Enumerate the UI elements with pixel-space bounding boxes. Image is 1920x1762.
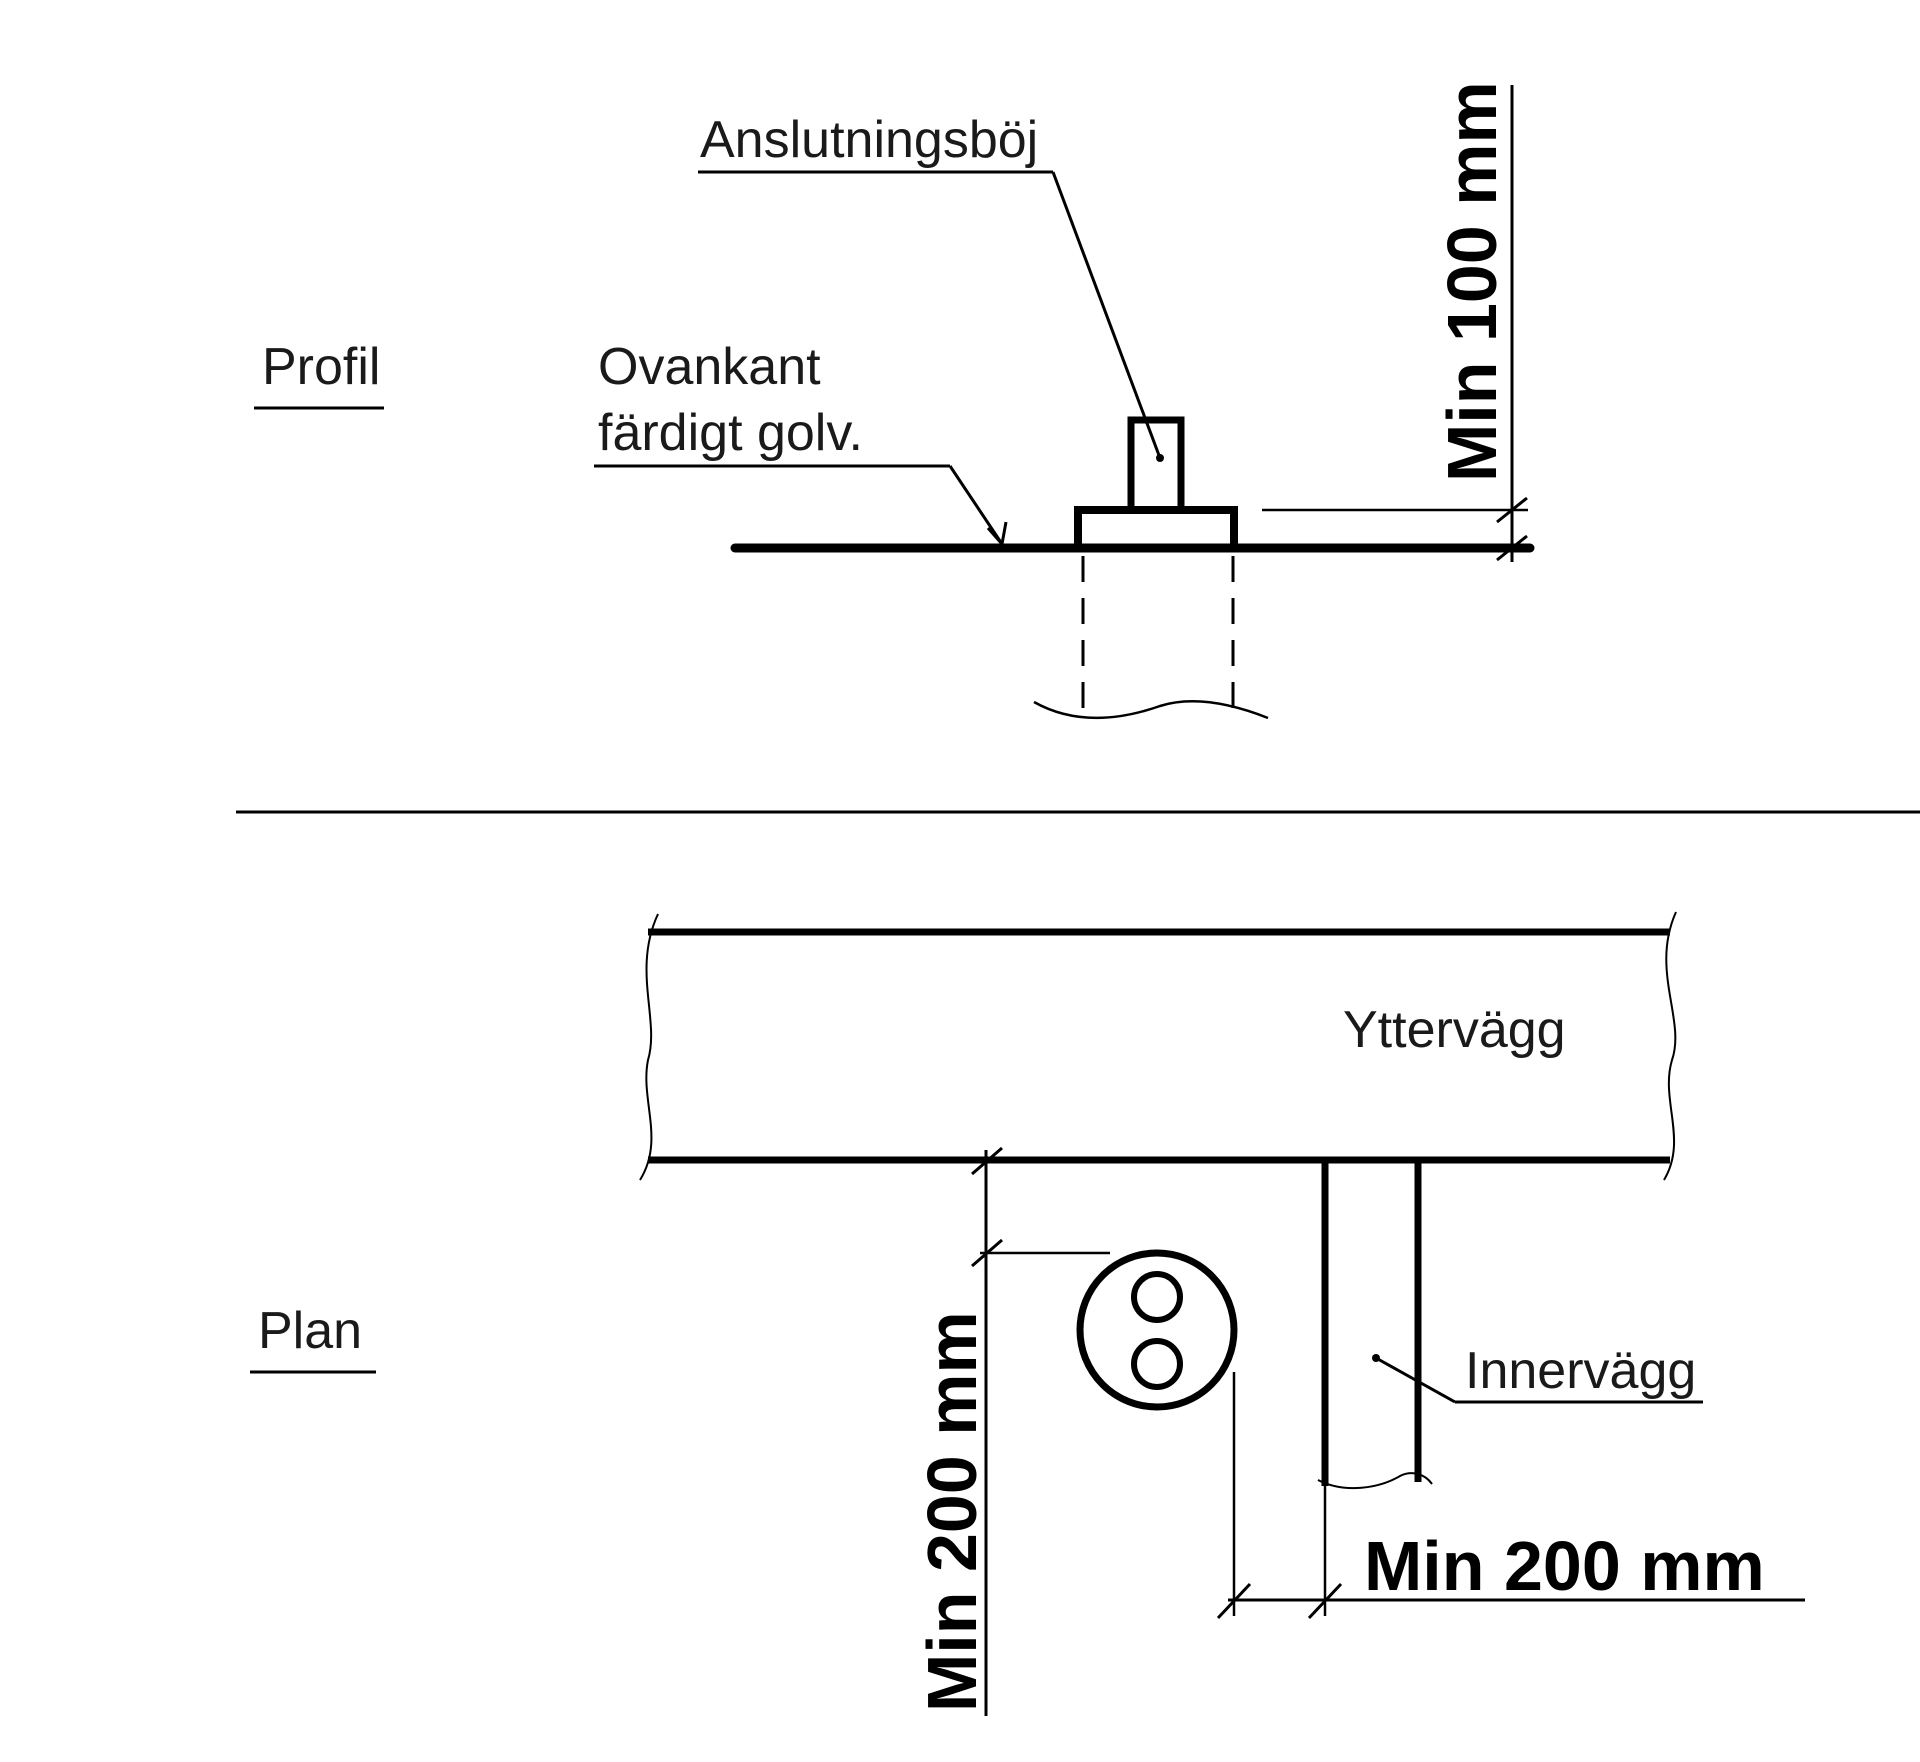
connection-leader-dot [1156,454,1164,462]
inner-clearance-dim-label: Min 200 mm [1364,1527,1765,1605]
height-dim-tick-bottom [1496,534,1528,562]
inner-clearance-tick-right [1307,1582,1343,1620]
height-dim-tick-top [1496,496,1528,524]
wall-clearance-tick-bottom [971,1238,1003,1268]
plan-view: Plan Yttervägg Innervägg Min 200 mm Min [250,911,1805,1716]
pipe-port-upper [1131,1271,1183,1323]
connection-riser [1127,416,1185,514]
plan-title: Plan [258,1302,362,1360]
outer-wall-break-left [639,913,659,1181]
inner-clearance-tick-left [1216,1582,1252,1620]
pipe-port-lower [1131,1338,1183,1390]
inner-wall-label: Innervägg [1465,1342,1696,1400]
inner-wall-leader-dot [1372,1354,1380,1362]
profile-title: Profil [262,338,380,396]
connection-plan-symbol [1076,1249,1238,1411]
pipe-break-line [1033,700,1269,720]
outer-wall-label: Yttervägg [1343,1001,1566,1059]
wall-clearance-tick-top [971,1146,1003,1176]
inner-wall-leader [1375,1356,1456,1404]
floor-leader [948,465,1004,545]
wall-clearance-dim-label: Min 200 mm [913,1311,991,1712]
inner-wall-break [1317,1472,1433,1490]
height-dim-label: Min 100 mm [1433,81,1511,482]
outer-wall-break-right [1663,911,1677,1181]
connection-leader [1051,171,1162,459]
connection-label: Anslutningsböj [700,111,1038,169]
connection-base [1074,506,1238,548]
floor-label-line1: Ovankant [598,338,821,396]
profile-view: Profil Anslutningsböj Ovankant färdigt g… [254,81,1535,720]
floor-label-line2: färdigt golv. [598,404,863,462]
